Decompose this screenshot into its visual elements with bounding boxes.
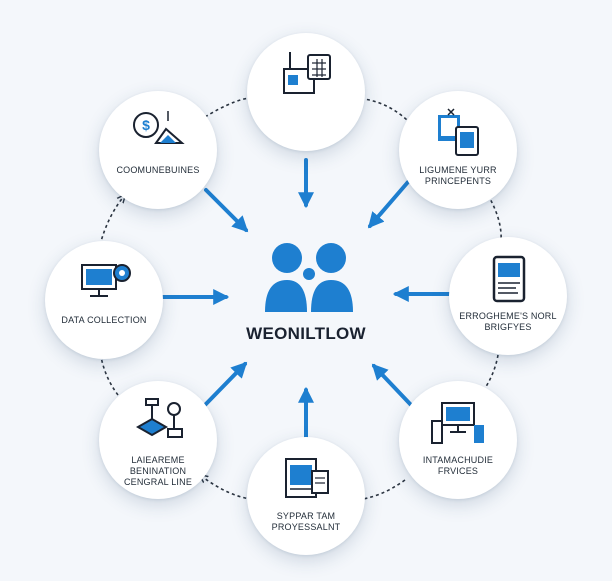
node-left: DATA COLLECTION (45, 241, 163, 359)
money-gear-icon: $ (133, 111, 185, 144)
node-bottom-right-label: INTAMACHUDIE FRVICES (422, 455, 494, 476)
center-title: WEONILTLOW (246, 324, 366, 343)
monitor-gear-icon (81, 264, 131, 297)
node-top-right-label: LIGUMENE YURR PRINCEPENTS (419, 165, 497, 186)
inward-arrows (160, 158, 452, 442)
network-node-icon (135, 398, 183, 438)
monitor-devices-icon (431, 402, 484, 444)
svg-text:$: $ (142, 117, 150, 133)
documents-stack-icon (285, 458, 329, 498)
computer-documents-icon (438, 108, 479, 156)
arrow-from-bottom-left (203, 361, 248, 407)
tablet-document-icon (492, 255, 526, 303)
node-right-label: ERROGHEME'S NORL BRIGFYES (459, 311, 557, 332)
node-bottom-right: INTAMACHUDIE FRVICES (399, 381, 517, 499)
node-top (247, 33, 365, 151)
arrow-from-top-left (204, 188, 249, 233)
arrow-from-bottom-right (371, 363, 414, 408)
node-bottom: SYPPAR TAM PROYESSALNT (247, 437, 365, 555)
ring-arc-8 (99, 195, 125, 246)
node-right: ERROGHEME'S NORL BRIGFYES (449, 237, 567, 355)
ring-arc-3 (487, 194, 501, 248)
node-top-right: LIGUMENE YURR PRINCEPENTS (399, 91, 517, 209)
node-bottom-label: SYPPAR TAM PROYESSALNT (271, 511, 341, 532)
ring-arc-1 (199, 98, 258, 121)
people-group-icon (265, 243, 353, 312)
node-top-left: $ COOMUNEBUINES (99, 91, 217, 209)
node-bottom-left-label: LAIEAREME BENINATION CENGRAL LINE (123, 455, 193, 487)
arrow-from-top-right (367, 180, 410, 229)
node-bottom-left: LAIEAREME BENINATION CENGRAL LINE (99, 381, 217, 499)
node-left-label: DATA COLLECTION (61, 315, 147, 325)
finance-tools-icon (283, 52, 331, 94)
node-top-left-label: COOMUNEBUINES (116, 165, 200, 175)
